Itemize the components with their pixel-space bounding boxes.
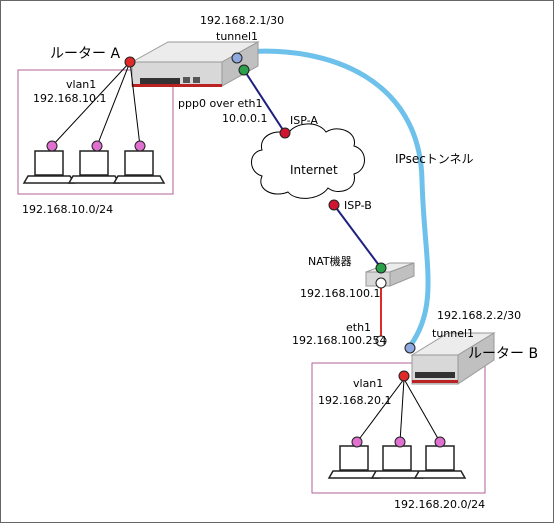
isp-b-dot (328, 199, 340, 211)
lan-a-links (51, 61, 141, 147)
laptop-b2 (370, 445, 424, 479)
router-b-vlan-port (398, 370, 410, 382)
router-b-wan-if: eth1 (346, 321, 372, 334)
router-a-tunnel-if: tunnel1 (216, 30, 259, 43)
router-a-tunnel-ip: 192.168.2.1/30 (200, 14, 285, 27)
router-a-device (130, 41, 260, 87)
lan-box-b (311, 362, 486, 494)
router-b-wan-ip: 192.168.100.254 (292, 334, 387, 347)
pc-port-b2 (394, 436, 406, 448)
pc-port-b3 (434, 436, 446, 448)
router-b-tunnel-if: tunnel1 (432, 327, 475, 340)
nat-device (365, 262, 415, 287)
router-a-wan-port (238, 64, 250, 76)
wan-link-b (333, 204, 382, 269)
router-b-wan-port (375, 335, 387, 347)
lan-b-links (356, 378, 441, 443)
nat-wan-port (375, 262, 387, 274)
laptop-a2 (67, 150, 121, 184)
isp-a-dot (279, 127, 291, 139)
laptop-a3 (112, 150, 166, 184)
isp-b-label: ISP-B (344, 199, 372, 212)
pc-port-a1 (46, 140, 58, 152)
nat-ip: 192.168.100.1 (300, 287, 381, 300)
pc-port-b1 (351, 436, 363, 448)
router-b-tunnel-ip: 192.168.2.2/30 (437, 309, 522, 322)
laptop-a1 (22, 150, 76, 184)
router-b-name: ルーター B (468, 346, 539, 362)
router-b-vlan-ip: 192.168.20.1 (318, 394, 392, 407)
pc-port-a2 (91, 140, 103, 152)
router-b-device (410, 332, 496, 385)
router-a-vlan-ip: 192.168.10.1 (33, 92, 107, 105)
router-a-vlan-if: vlan1 (66, 78, 97, 91)
pc-port-a3 (134, 140, 146, 152)
router-b-lan-network: 192.168.20.0/24 (394, 498, 486, 511)
laptop-b3 (413, 445, 467, 479)
router-a-vlan-port (124, 56, 136, 68)
nat-name: NAT機器 (308, 255, 352, 268)
isp-a-label: ISP-A (290, 114, 318, 127)
ipsec-label: IPsecトンネル (395, 152, 474, 166)
router-a-tunnel-port (231, 52, 243, 64)
router-a-wan-if: ppp0 over eth1 (178, 97, 263, 110)
router-a-name: ルーター A (50, 46, 121, 62)
router-b-vlan-if: vlan1 (353, 377, 384, 390)
laptop-b1 (327, 445, 381, 479)
router-b-tunnel-port (404, 342, 416, 354)
internet-label: Internet (290, 163, 338, 177)
nat-lan-port (375, 277, 387, 289)
router-a-lan-network: 192.168.10.0/24 (22, 203, 114, 216)
internet-cloud (251, 123, 365, 199)
router-a-wan-ip: 10.0.0.1 (222, 112, 268, 125)
wan-link-a (243, 69, 286, 134)
ipsec-tunnel-line (241, 48, 431, 349)
lan-box-a (17, 69, 174, 195)
